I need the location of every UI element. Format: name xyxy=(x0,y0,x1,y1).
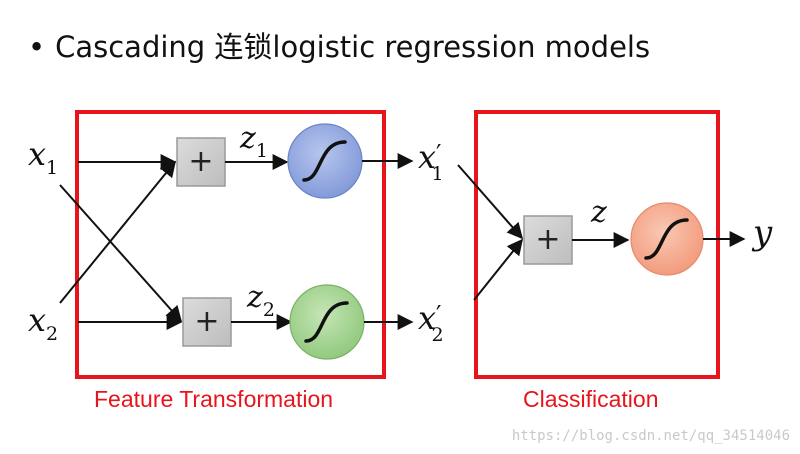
sum-node-2-symbol: + xyxy=(194,304,219,339)
bullet-dot: • xyxy=(28,30,46,64)
label-x2-prime: x′2 xyxy=(418,299,444,346)
label-x1: x1 xyxy=(28,135,58,179)
label-z1: z1 xyxy=(239,121,268,162)
label-y: y xyxy=(751,213,773,253)
sigmoid-curve-1-icon xyxy=(302,140,347,182)
feature-transformation-box xyxy=(75,110,386,379)
sigmoid-node-3 xyxy=(630,202,704,276)
sigmoid-node-2 xyxy=(289,284,365,360)
watermark: https://blog.csdn.net/qq_34514046 xyxy=(511,428,790,444)
edge-x1p-sum3 xyxy=(457,164,524,240)
label-x2: x2 xyxy=(28,301,58,345)
sigmoid-curve-3-icon xyxy=(644,218,689,260)
classification-box xyxy=(474,110,720,379)
edge-x2p-sum3 xyxy=(473,238,523,301)
label-z2: z2 xyxy=(246,280,275,321)
sigmoid-curve-2-icon xyxy=(304,301,349,343)
sum-node-1-symbol: + xyxy=(188,144,213,179)
sum-node-3: + xyxy=(523,215,573,265)
title-text: Cascading 连锁logistic regression models xyxy=(55,30,651,64)
sum-node-1: + xyxy=(176,137,226,187)
caption-classification: Classification xyxy=(523,386,659,412)
label-z: z xyxy=(590,195,607,230)
sum-node-3-symbol: + xyxy=(535,222,560,257)
edge-x1-sum2 xyxy=(59,184,183,323)
sum-node-2: + xyxy=(182,297,232,347)
sigmoid-node-1 xyxy=(287,123,363,199)
title-bullet: • Cascading 连锁logistic regression models xyxy=(28,24,650,66)
edge-x2-sum1 xyxy=(59,160,177,304)
caption-feature-transformation: Feature Transformation xyxy=(94,386,334,412)
label-x1-prime: x′1 xyxy=(418,138,444,185)
